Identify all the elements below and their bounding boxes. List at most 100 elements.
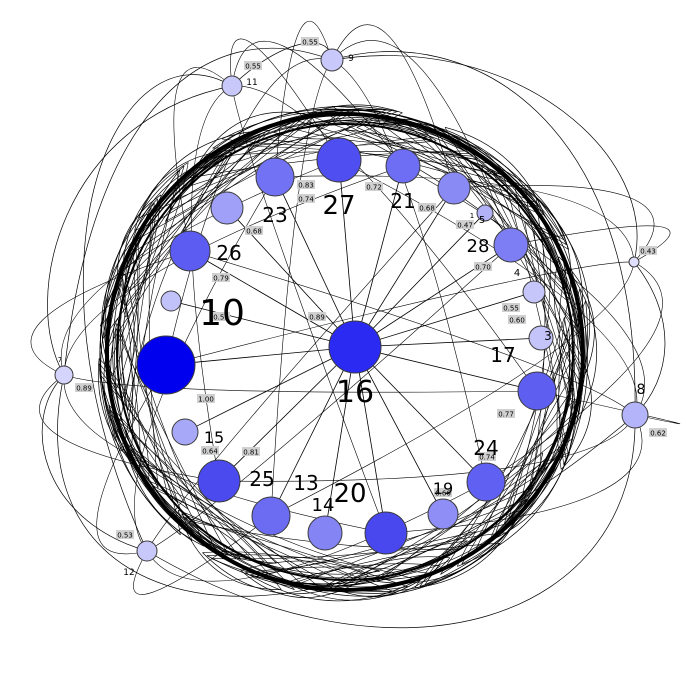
outer-edge bbox=[218, 414, 636, 482]
ring-edge bbox=[124, 442, 205, 547]
svg-text:0.60: 0.60 bbox=[509, 317, 525, 325]
outer-arc bbox=[57, 374, 636, 597]
hub-spoke-edges bbox=[180, 181, 530, 517]
ring-edge bbox=[406, 122, 567, 289]
node-label-25: 25 bbox=[249, 467, 274, 491]
ring-edge bbox=[457, 156, 568, 294]
edge-weight-label: 0.47 bbox=[456, 220, 474, 230]
ring-edge bbox=[122, 239, 139, 451]
node-14[interactable] bbox=[307, 515, 343, 551]
edge-weight-label: 0.68 bbox=[245, 226, 263, 236]
node-25[interactable] bbox=[197, 459, 241, 503]
edge-weight-label: 0.66 bbox=[434, 488, 452, 498]
edge-weight-label: 0.55 bbox=[301, 37, 319, 47]
ring-edge bbox=[108, 165, 185, 365]
ring-edge bbox=[98, 363, 181, 536]
node-label-7: 7 bbox=[58, 356, 62, 364]
outer-arc bbox=[63, 47, 333, 376]
ring-edge bbox=[445, 153, 569, 250]
node-21[interactable] bbox=[385, 148, 421, 184]
ring-edge bbox=[419, 452, 543, 587]
node-3[interactable] bbox=[528, 325, 554, 351]
ring-edge bbox=[155, 489, 397, 594]
node-label-4: 4 bbox=[514, 268, 520, 279]
node-12[interactable] bbox=[136, 540, 158, 562]
node-8[interactable] bbox=[621, 401, 649, 429]
node-top-ring-a[interactable] bbox=[437, 171, 471, 205]
node-28[interactable] bbox=[493, 227, 529, 263]
edge-weight-label: 0.77 bbox=[497, 409, 515, 419]
edge-weight-label: 0.55 bbox=[244, 61, 262, 71]
ring-edge bbox=[474, 317, 571, 552]
node-9[interactable] bbox=[320, 48, 344, 72]
edge-weight-label: 0.70 bbox=[474, 262, 492, 272]
ring-edge bbox=[284, 125, 437, 144]
svg-text:0.43: 0.43 bbox=[640, 248, 656, 256]
edge-weight-label: 0.74 bbox=[297, 194, 315, 204]
svg-text:0.53: 0.53 bbox=[117, 532, 133, 540]
ring-edge bbox=[212, 105, 398, 149]
outer-edge bbox=[536, 390, 681, 425]
node-17[interactable] bbox=[517, 371, 557, 411]
spoke-edge bbox=[196, 346, 356, 427]
node-label-21: 21 bbox=[390, 189, 415, 213]
ring-edge bbox=[212, 111, 398, 149]
node-7[interactable] bbox=[54, 365, 74, 385]
node-label-3: 3 bbox=[544, 329, 552, 343]
ring-edge bbox=[440, 328, 570, 575]
node-5[interactable] bbox=[476, 204, 494, 222]
node-10[interactable] bbox=[160, 290, 182, 312]
ring-edge bbox=[319, 109, 539, 207]
edge-weight-label: 0.43 bbox=[639, 246, 657, 256]
node-6[interactable] bbox=[628, 256, 640, 268]
ring-edge bbox=[240, 570, 369, 598]
outer-arc bbox=[331, 51, 636, 416]
node-26[interactable] bbox=[169, 230, 211, 272]
edge-weight-label: 0.53 bbox=[116, 530, 134, 540]
node-label-13: 13 bbox=[293, 471, 318, 495]
node-left-ring-a[interactable] bbox=[210, 191, 244, 225]
ring-edge bbox=[558, 277, 574, 465]
ring-edge bbox=[131, 456, 380, 572]
node-20[interactable] bbox=[364, 511, 408, 555]
node-11[interactable] bbox=[221, 75, 243, 97]
svg-text:0.89: 0.89 bbox=[76, 385, 92, 393]
node-15[interactable] bbox=[171, 418, 199, 446]
edge-weight-label: 0.68 bbox=[418, 203, 436, 213]
spoke-edge bbox=[180, 303, 356, 348]
ring-edge bbox=[457, 451, 571, 567]
outer-edge bbox=[402, 165, 645, 416]
outer-edge bbox=[165, 261, 635, 366]
node-16[interactable] bbox=[328, 320, 382, 374]
outer-edge bbox=[146, 481, 487, 582]
node-19[interactable] bbox=[427, 498, 459, 530]
node-4[interactable] bbox=[522, 280, 546, 304]
spoke-edge bbox=[354, 346, 383, 513]
svg-text:0.74: 0.74 bbox=[298, 196, 314, 204]
spoke-edge bbox=[233, 346, 356, 467]
node-big[interactable] bbox=[136, 335, 196, 395]
node-13[interactable] bbox=[251, 496, 291, 536]
node-label-9: 9 bbox=[348, 54, 354, 64]
node-27[interactable] bbox=[316, 137, 362, 183]
edge-weight-label: 0.60 bbox=[508, 315, 526, 325]
ring-edge bbox=[108, 404, 193, 541]
outer-edge bbox=[30, 250, 191, 376]
node-23[interactable] bbox=[255, 157, 295, 197]
ring-edge bbox=[117, 194, 162, 318]
ring-edge bbox=[524, 221, 585, 420]
node-label-8: 8 bbox=[637, 382, 646, 398]
edge-weight-labels: 0.550.550.830.740.720.680.680.470.430.79… bbox=[75, 37, 667, 540]
node-label-20: 20 bbox=[333, 479, 366, 509]
node-24[interactable] bbox=[466, 462, 506, 502]
outer-edge bbox=[485, 261, 663, 483]
ring-edge bbox=[211, 540, 468, 560]
outer-edge bbox=[173, 67, 233, 252]
edge-weight-label: 0.89 bbox=[308, 312, 326, 322]
outer-edge bbox=[274, 175, 635, 263]
outer-arc bbox=[82, 74, 233, 552]
edge-weight-label: 0.55 bbox=[502, 303, 520, 313]
svg-text:0.68: 0.68 bbox=[419, 205, 435, 213]
node-label-10: 10 bbox=[199, 293, 245, 334]
